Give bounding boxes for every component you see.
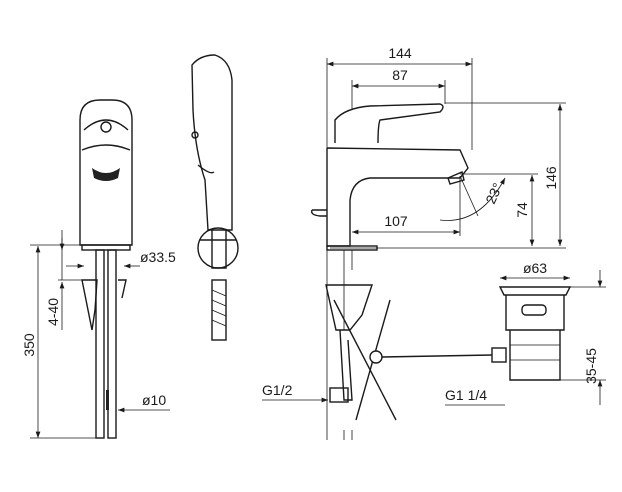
dim-74: 74 [514, 202, 530, 218]
dim-hose-length: 350 [21, 333, 37, 357]
waste-valve [498, 286, 572, 381]
side-view [191, 54, 239, 341]
front-view [79, 99, 133, 439]
dimension-lines [30, 58, 606, 439]
dim-146: 146 [543, 166, 559, 190]
dim-hose-diameter: ø10 [142, 392, 166, 408]
mixer-side-view [310, 103, 507, 440]
dim-base-diameter: ø33.5 [140, 249, 176, 265]
dim-supply-thread: G1/2 [262, 382, 293, 398]
dim-144: 144 [388, 45, 412, 61]
dim-angle: 23° [482, 180, 505, 206]
dim-deck: 4-40 [45, 298, 61, 326]
dim-waste-thread: G1 1/4 [445, 387, 487, 403]
dim-107: 107 [384, 213, 408, 229]
dim-waste-range: 35-45 [583, 348, 599, 384]
dim-waste-diameter: ø63 [523, 260, 547, 276]
dim-87: 87 [392, 67, 408, 83]
